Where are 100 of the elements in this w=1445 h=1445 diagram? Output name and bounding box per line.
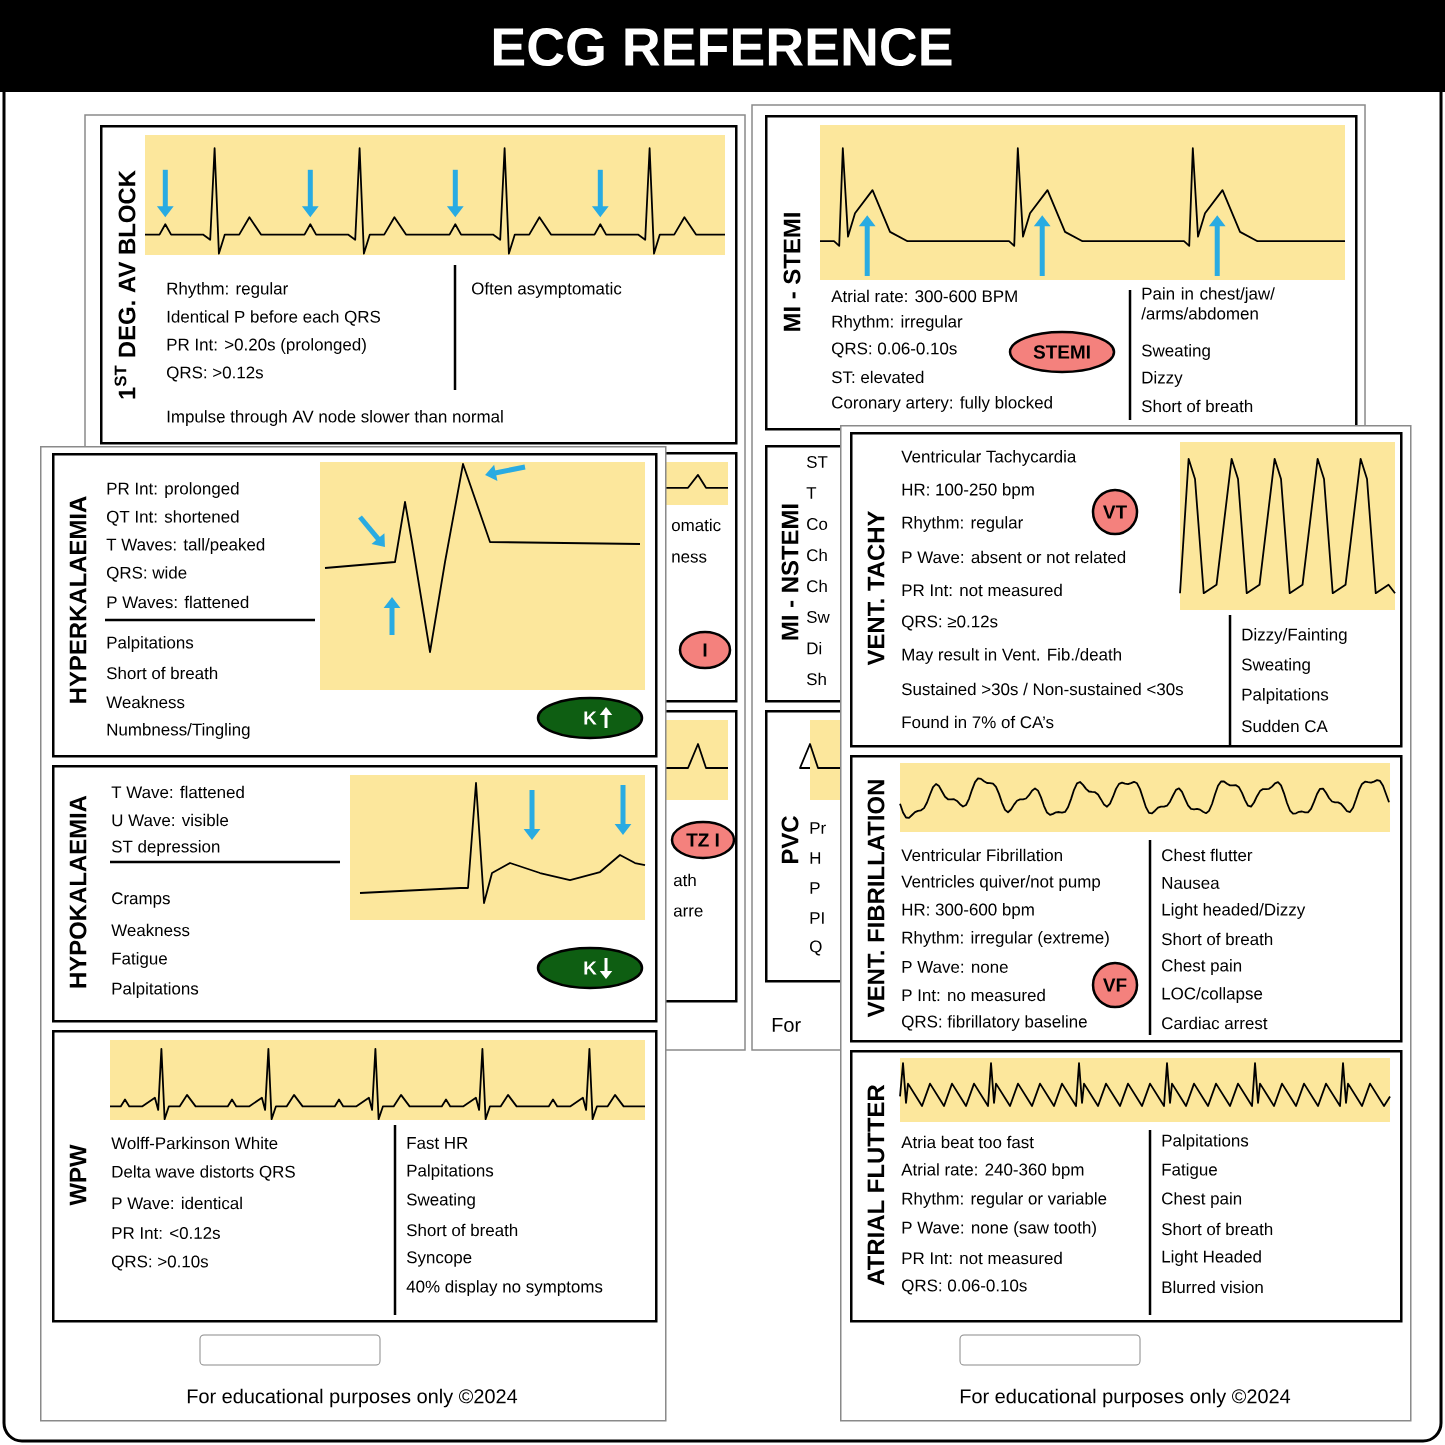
fact-line: May result in Vent. Fib./death bbox=[902, 648, 1121, 664]
fact-line: PR Int: prolonged bbox=[107, 482, 239, 498]
fact-line: Di bbox=[807, 641, 822, 655]
symptom-line: Cardiac arrest bbox=[1162, 1016, 1268, 1030]
symptom-line: Weakness bbox=[106, 695, 185, 709]
fact-line: Identical P before each QRS bbox=[167, 310, 381, 326]
fact-line: ath bbox=[673, 873, 696, 887]
fact-line: Found in 7% of CA’s bbox=[902, 715, 1054, 729]
symptom-line: Numbness/Tingling bbox=[107, 723, 250, 739]
card-title: 1$^{ST}$ DEG. AV BLOCK bbox=[114, 170, 136, 399]
symptom-line: Short of breath bbox=[1162, 932, 1273, 946]
symptom-line: Fatigue bbox=[112, 952, 167, 968]
card-title: VENT. FIBRILLATION bbox=[867, 780, 885, 1018]
symptom-line: Nausea bbox=[1162, 877, 1220, 889]
symptom-line: Syncope bbox=[406, 1251, 472, 1267]
badge: TZ I bbox=[670, 820, 736, 860]
symptom-line: Chest pain bbox=[1162, 959, 1242, 975]
symptom-line: Short of breath bbox=[1142, 399, 1253, 413]
card-title: ATRIAL FLUTTER bbox=[867, 1084, 885, 1286]
badge: I bbox=[678, 630, 732, 670]
card-title: MI - STEMI bbox=[783, 213, 801, 331]
fact-line: Atrial rate: 300-600 BPM bbox=[831, 289, 1017, 303]
card-title: WPW bbox=[69, 1144, 87, 1206]
fact-line: PR Int: >0.20s (prolonged) bbox=[167, 338, 366, 354]
symptom-line: Palpitations bbox=[107, 636, 194, 652]
fact-line: Delta wave distorts QRS bbox=[112, 1165, 295, 1181]
symptom-line: Palpitations bbox=[1162, 1134, 1249, 1150]
fact-line: Sw bbox=[807, 611, 830, 623]
symptom-line: Fatigue bbox=[1162, 1163, 1217, 1179]
symptom-line: Blurred vision bbox=[1162, 1280, 1263, 1294]
badge: VF bbox=[1091, 961, 1139, 1009]
fact-line: arre bbox=[673, 907, 703, 917]
fact-line: Rhythm: irregular (extreme) bbox=[902, 931, 1109, 947]
fact-line: QRS: fibrillatory baseline bbox=[902, 1015, 1087, 1031]
fact-line: P Int: no measured bbox=[902, 988, 1045, 1002]
symptom-line: Short of breath bbox=[406, 1223, 518, 1237]
symptom-line: Palpitations bbox=[1242, 688, 1329, 704]
badge: K bbox=[536, 946, 644, 990]
card-title: MI - NSTEMI bbox=[781, 504, 799, 640]
fact-line: PR Int: not measured bbox=[902, 583, 1062, 597]
fact-line: Rhythm: regular bbox=[167, 282, 288, 298]
fact-line: PR Int: <0.12s bbox=[112, 1227, 220, 1239]
fact-line: Ch bbox=[807, 579, 827, 593]
fact-line: P Waves: flattened bbox=[107, 595, 249, 609]
fact-line: Rhythm: regular or variable bbox=[902, 1192, 1107, 1208]
fact-line: Ventricular Fibrillation bbox=[901, 848, 1062, 862]
fact-line: Rhythm: irregular bbox=[832, 315, 963, 331]
symptom-line: Sweating bbox=[406, 1193, 475, 1209]
fact-line: QRS: >0.10s bbox=[112, 1255, 208, 1271]
fact-line: Coronary artery: fully blocked bbox=[832, 396, 1052, 412]
title-bar: ECG REFERENCE bbox=[0, 0, 1445, 92]
symptom-line: Chest flutter bbox=[1162, 848, 1253, 862]
fact-line: ST bbox=[807, 456, 828, 468]
fact-line: Wolff-Parkinson White bbox=[111, 1136, 278, 1150]
fact-line: QRS: >0.12s bbox=[167, 366, 263, 382]
note-line: Often asymptomatic bbox=[472, 282, 622, 298]
symptom-line: Light headed/Dizzy bbox=[1162, 903, 1306, 919]
footer-text: For educational purposes only ©2024 bbox=[187, 1388, 518, 1408]
card-title: HYPOKALAEMIA bbox=[69, 795, 87, 988]
fact-line: Sh bbox=[807, 672, 826, 686]
fact-line: PR Int: not measured bbox=[902, 1251, 1062, 1265]
fact-line: QT Int: shortened bbox=[107, 510, 239, 526]
fact-line: T Waves: tall/peaked bbox=[106, 538, 265, 554]
fact-line: QRS: 0.06-0.10s bbox=[902, 1279, 1027, 1295]
card-title: VENT. TACHY bbox=[867, 510, 885, 666]
fact-line: ST depression bbox=[111, 840, 220, 856]
symptom-line: Weakness bbox=[111, 923, 190, 937]
footer-text: For bbox=[772, 1018, 801, 1032]
fact-line: Q bbox=[810, 940, 822, 956]
symptom-line: Palpitations bbox=[407, 1164, 494, 1180]
symptom-line: 40% display no symptoms bbox=[406, 1280, 603, 1296]
symptom-line: Chest pain bbox=[1162, 1192, 1242, 1208]
symptom-line: LOC/collapse bbox=[1162, 987, 1263, 1003]
fact-line: Impulse through AV node slower than normal bbox=[167, 410, 503, 426]
symptom-line: Sweating bbox=[1142, 344, 1210, 360]
fact-line: T Wave: flattened bbox=[111, 785, 244, 799]
symptom-line: Fast HR bbox=[407, 1137, 468, 1149]
fact-line: Ventricular Tachycardia bbox=[901, 450, 1077, 466]
fact-line: Rhythm: regular bbox=[902, 516, 1023, 532]
fact-line: QRS: 0.06-0.10s bbox=[832, 342, 957, 358]
symptom-line: Dizzy/Fainting bbox=[1242, 628, 1347, 644]
symptom-line: Short of breath bbox=[1162, 1222, 1273, 1236]
footer-text: For educational purposes only ©2024 bbox=[960, 1388, 1291, 1408]
fact-line: omatic bbox=[671, 518, 721, 532]
fact-line: QRS: ≥0.12s bbox=[902, 615, 998, 631]
symptom-line: Sweating bbox=[1242, 658, 1310, 674]
fact-line: Pr bbox=[810, 822, 826, 834]
symptom-line: Palpitations bbox=[112, 982, 199, 998]
badge: VT bbox=[1091, 488, 1139, 536]
symptom-line: Light Headed bbox=[1162, 1250, 1261, 1266]
fact-line: HR: 100-250 bpm bbox=[902, 483, 1034, 499]
fact-line: Sustained >30s / Non-sustained <30s bbox=[902, 682, 1183, 696]
fact-line: PI bbox=[810, 912, 824, 924]
symptom-line: Dizzy bbox=[1142, 371, 1183, 387]
fact-line: P Wave: absent or not related bbox=[902, 550, 1126, 564]
fact-line: Ch bbox=[807, 548, 827, 562]
fact-line: HR: 300-600 bpm bbox=[902, 903, 1034, 919]
fact-line: Atrial rate: 240-360 bpm bbox=[901, 1163, 1084, 1179]
fact-line: Ventricles quiver/not pump bbox=[901, 875, 1101, 891]
fact-line: P Wave: none bbox=[902, 961, 1008, 973]
